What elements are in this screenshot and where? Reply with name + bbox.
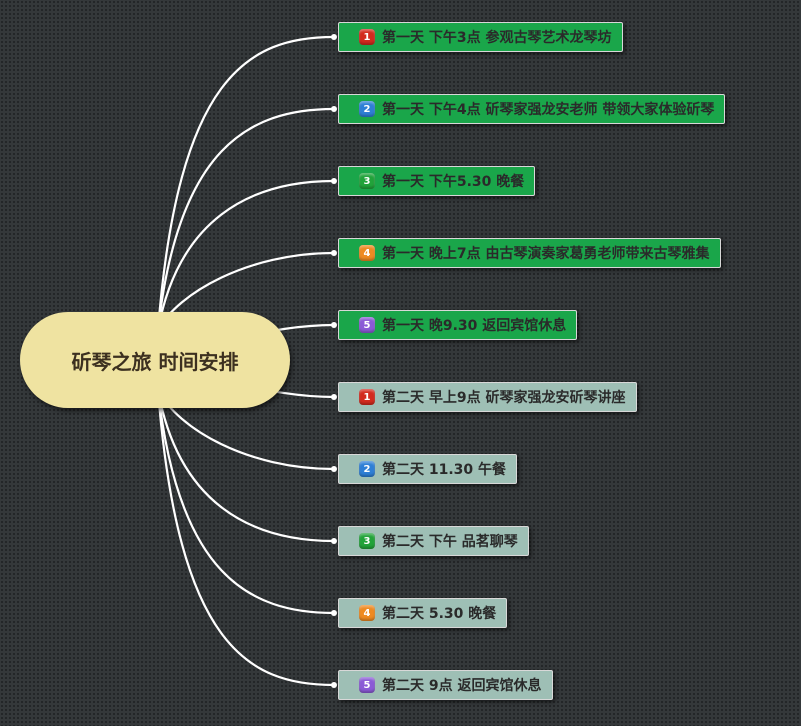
- topic-node-2[interactable]: 2 第一天 下午4点 斫琴家强龙安老师 带领大家体验斫琴: [338, 94, 726, 124]
- connector-end-dot: [331, 106, 337, 112]
- connector-line-10: [156, 389, 335, 687]
- priority-badge-icon: 5: [359, 317, 375, 333]
- connector-line-8: [156, 389, 335, 543]
- topic-label: 第一天 下午4点 斫琴家强龙安老师 带领大家体验斫琴: [382, 102, 715, 118]
- topic-node-6[interactable]: 1 第二天 早上9点 斫琴家强龙安斫琴讲座: [338, 382, 637, 412]
- connector-line-3: [156, 179, 335, 331]
- connector-end-dot: [331, 610, 337, 616]
- central-topic[interactable]: 斫琴之旅 时间安排: [20, 312, 290, 408]
- connector-end-dot: [331, 322, 337, 328]
- topic-node-10[interactable]: 5 第二天 9点 返回宾馆休息: [338, 670, 553, 700]
- priority-badge-icon: 5: [359, 677, 375, 693]
- connector-line-2: [156, 107, 335, 331]
- topic-label: 第二天 早上9点 斫琴家强龙安斫琴讲座: [382, 390, 626, 406]
- priority-badge-icon: 1: [359, 29, 375, 45]
- topic-label: 第二天 9点 返回宾馆休息: [382, 678, 542, 694]
- connector-end-dot: [331, 538, 337, 544]
- connector-end-dot: [331, 682, 337, 688]
- connector-line-9: [156, 389, 335, 615]
- priority-badge-icon: 2: [359, 101, 375, 117]
- priority-badge-icon: 2: [359, 461, 375, 477]
- connector-end-dot: [331, 394, 337, 400]
- topic-node-7[interactable]: 2 第二天 11.30 午餐: [338, 454, 518, 484]
- topic-node-1[interactable]: 1 第一天 下午3点 参观古琴艺术龙琴坊: [338, 22, 623, 52]
- topic-node-3[interactable]: 3 第一天 下午5.30 晚餐: [338, 166, 536, 196]
- central-topic-title: 斫琴之旅 时间安排: [71, 349, 239, 374]
- priority-badge-icon: 3: [359, 173, 375, 189]
- topic-node-9[interactable]: 4 第二天 5.30 晚餐: [338, 598, 508, 628]
- topic-label: 第一天 下午3点 参观古琴艺术龙琴坊: [382, 30, 612, 46]
- topic-label: 第二天 11.30 午餐: [382, 462, 507, 478]
- priority-badge-icon: 1: [359, 389, 375, 405]
- connector-end-dot: [331, 250, 337, 256]
- topic-label: 第二天 5.30 晚餐: [382, 606, 497, 622]
- connector-end-dot: [331, 178, 337, 184]
- topic-label: 第一天 晚9.30 返回宾馆休息: [382, 318, 567, 334]
- connector-line-1: [156, 35, 335, 331]
- topic-label: 第一天 晚上7点 由古琴演奏家葛勇老师带来古琴雅集: [382, 246, 710, 262]
- priority-badge-icon: 4: [359, 605, 375, 621]
- connector-end-dot: [331, 466, 337, 472]
- priority-badge-icon: 3: [359, 533, 375, 549]
- topic-node-5[interactable]: 5 第一天 晚9.30 返回宾馆休息: [338, 310, 578, 340]
- topic-label: 第二天 下午 品茗聊琴: [382, 534, 518, 550]
- topic-label: 第一天 下午5.30 晚餐: [382, 174, 525, 190]
- topic-node-8[interactable]: 3 第二天 下午 品茗聊琴: [338, 526, 529, 556]
- topic-node-4[interactable]: 4 第一天 晚上7点 由古琴演奏家葛勇老师带来古琴雅集: [338, 238, 721, 268]
- priority-badge-icon: 4: [359, 245, 375, 261]
- connector-end-dot: [331, 34, 337, 40]
